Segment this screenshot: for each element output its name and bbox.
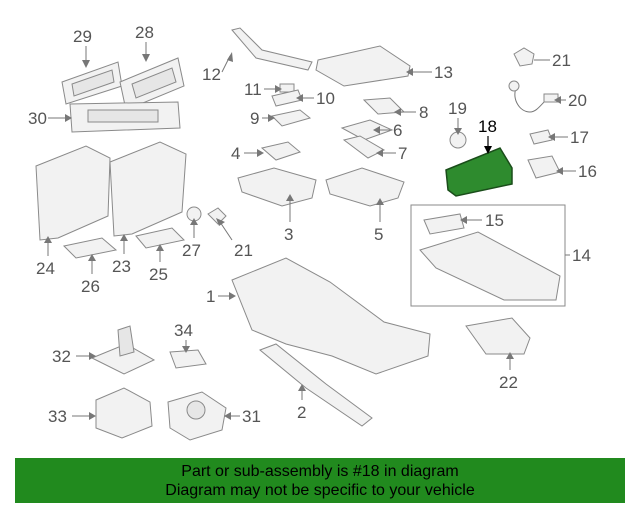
part-6-bezel (340, 119, 394, 141)
part-34-switch (169, 349, 207, 369)
part-24-side-panel (35, 145, 111, 241)
callout-19: 19 (448, 99, 467, 118)
part-32-shift-boot (90, 325, 156, 375)
callout-21: 21 (552, 51, 571, 70)
callout-2: 2 (297, 403, 306, 422)
callout-31: 31 (242, 407, 261, 426)
callout-32: 32 (52, 347, 71, 366)
callout-23: 23 (112, 257, 131, 276)
part-22-bracket (465, 317, 531, 355)
part-21-clip-mid (207, 207, 227, 225)
callout-21-mid: 21 (234, 241, 253, 260)
part-15-bezel (423, 213, 465, 235)
part-11-clip (279, 83, 295, 93)
callout-16: 16 (578, 162, 597, 181)
part-21-clip-top (513, 47, 535, 67)
callout-15: 15 (485, 211, 504, 230)
part-12-trim-strip (231, 27, 313, 71)
callout-17: 17 (570, 128, 589, 147)
part-9-bracket (270, 109, 312, 127)
part-5-tray (325, 167, 405, 207)
callout-1: 1 (206, 287, 215, 306)
callout-22: 22 (499, 373, 518, 392)
part-7-bezel (342, 135, 386, 159)
callout-7: 7 (398, 144, 407, 163)
callout-34: 34 (174, 321, 193, 340)
part-26-mat (62, 237, 118, 259)
callout-27: 27 (182, 241, 201, 260)
callout-20: 20 (568, 91, 587, 110)
callout-24: 24 (36, 259, 55, 278)
callout-33: 33 (48, 407, 67, 426)
part-18-highlighted (445, 147, 513, 197)
part-25-mat (135, 227, 186, 249)
callout-13: 13 (434, 63, 453, 82)
callout-28: 28 (135, 23, 154, 42)
callout-5: 5 (374, 225, 383, 244)
part-17-switch (529, 129, 553, 145)
callout-29: 29 (73, 27, 92, 46)
part-28-air-vent (119, 57, 185, 111)
callout-25: 25 (149, 265, 168, 284)
part-13-lid (315, 45, 411, 87)
callout-14: 14 (572, 246, 591, 265)
banner-line-1: Part or sub-assembly is #18 in diagram (181, 463, 459, 480)
callout-9: 9 (250, 109, 259, 128)
callout-30: 30 (28, 109, 47, 128)
part-31-controller (167, 391, 227, 441)
callout-18-highlighted: 18 (478, 117, 497, 136)
info-banner: Part or sub-assembly is #18 in diagram D… (15, 458, 625, 503)
part-16-module (527, 155, 561, 179)
banner-line-2: Diagram may not be specific to your vehi… (165, 482, 475, 499)
callout-12: 12 (202, 65, 221, 84)
callout-6: 6 (393, 121, 402, 140)
part-4-insert (260, 141, 302, 161)
part-14-trim-panel (419, 231, 561, 301)
part-30-control-panel (69, 101, 181, 133)
part-23-side-panel (109, 141, 187, 237)
leader-lines (44, 42, 576, 420)
callout-8: 8 (419, 103, 428, 122)
parts-diagram: 29 28 12 13 21 11 10 30 8 20 9 19 18 6 1… (28, 23, 597, 441)
part-29-air-vent (61, 61, 123, 105)
part-3-tray (237, 167, 317, 207)
callout-3: 3 (284, 225, 293, 244)
callout-10: 10 (316, 89, 335, 108)
callout-26: 26 (81, 277, 100, 296)
part-20-wiring (508, 80, 559, 113)
callout-4: 4 (231, 144, 240, 163)
part-1-center-console (231, 257, 431, 375)
callout-11: 11 (244, 80, 262, 99)
part-2-side-trim (259, 343, 373, 427)
part-33-housing (95, 387, 153, 439)
